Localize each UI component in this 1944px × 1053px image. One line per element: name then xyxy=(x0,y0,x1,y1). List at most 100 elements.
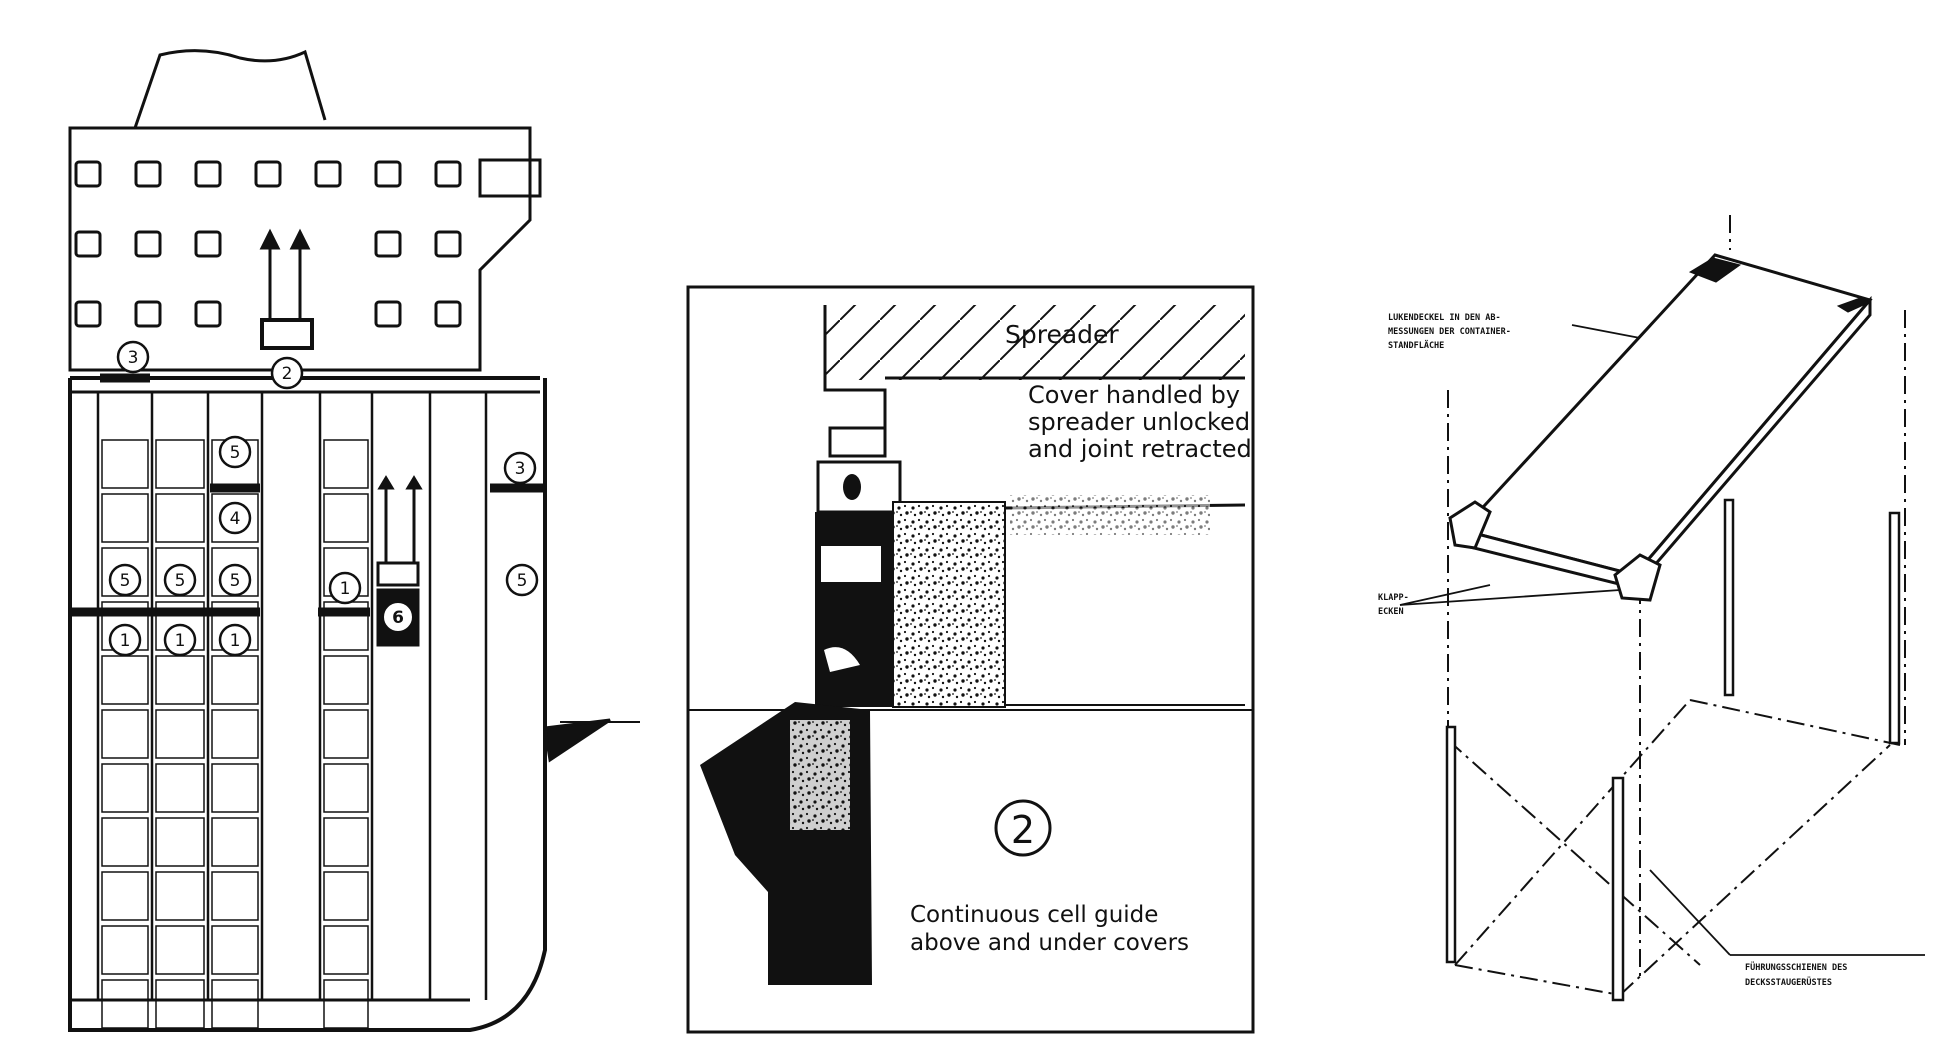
spreader-label: Spreader xyxy=(1005,320,1119,349)
cover-section xyxy=(892,501,1006,708)
bridge-wing xyxy=(478,158,542,198)
marker-1-mid: 1 xyxy=(340,579,351,599)
container xyxy=(323,493,369,543)
window xyxy=(434,160,462,188)
marker-5-c: 5 xyxy=(230,571,241,591)
folding-corner-right xyxy=(1613,553,1662,602)
container xyxy=(323,655,369,705)
container xyxy=(323,925,369,975)
container xyxy=(323,709,369,759)
container xyxy=(211,925,259,975)
marker-1-a: 1 xyxy=(120,631,131,651)
lid-corner xyxy=(1836,297,1872,313)
lid-caption-3: STANDFLÄCHE xyxy=(1388,340,1444,351)
container xyxy=(155,763,205,813)
lifted-cover xyxy=(260,318,314,350)
marker-group: 3 2 5 4 3 5 5 5 1 5 1 1 1 6 xyxy=(108,340,539,657)
bow-wedge xyxy=(543,718,611,763)
frame-lines xyxy=(1447,215,1906,996)
container xyxy=(323,979,369,1029)
guide-slot xyxy=(819,544,883,584)
container xyxy=(155,439,205,489)
container xyxy=(101,763,149,813)
guide-texture xyxy=(790,720,850,830)
container xyxy=(323,871,369,921)
container xyxy=(155,817,205,867)
leader-lines xyxy=(1399,324,1925,956)
container xyxy=(101,817,149,867)
container xyxy=(211,709,259,759)
container xyxy=(155,493,205,543)
arrowhead-icon xyxy=(377,475,395,490)
guide-rails xyxy=(1445,498,1901,1002)
step-number: 2 xyxy=(1011,808,1035,852)
container xyxy=(155,979,205,1029)
marker-3-right: 3 xyxy=(515,459,526,479)
container xyxy=(101,493,149,543)
window xyxy=(254,160,282,188)
window xyxy=(314,160,342,188)
corner-caption-2: ECKEN xyxy=(1378,607,1404,617)
lid-caption-2: MESSUNGEN DER CONTAINER- xyxy=(1388,327,1511,337)
container xyxy=(211,655,259,705)
spreader-detail-panel: Spreader Cover handled by spreader unloc… xyxy=(686,285,1255,1034)
superstructure-outline xyxy=(68,126,532,372)
lid-corner xyxy=(1688,257,1742,283)
arrowhead-icon xyxy=(259,228,281,250)
marker-5-right: 5 xyxy=(517,571,528,591)
container xyxy=(323,817,369,867)
folding-corner-left xyxy=(1448,500,1492,550)
spreader-hatch xyxy=(825,305,1245,380)
container xyxy=(155,871,205,921)
lifting-cover xyxy=(376,561,420,587)
funnel-outline xyxy=(133,49,327,129)
cover-caption-2: spreader unlocked xyxy=(1028,408,1250,436)
marker-3-top-left: 3 xyxy=(128,348,139,368)
container xyxy=(155,655,205,705)
cover-caption-3: and joint retracted xyxy=(1028,435,1252,463)
container xyxy=(101,871,149,921)
arrowhead-icon xyxy=(405,475,423,490)
spreader-outline xyxy=(823,305,887,440)
container xyxy=(101,979,149,1029)
rail-caption-2: DECKSSTAUGERÜSTES xyxy=(1745,977,1832,988)
step-circle xyxy=(994,799,1052,857)
window xyxy=(374,230,402,258)
window-grid xyxy=(74,160,462,328)
marker-4: 4 xyxy=(230,509,241,529)
guide-caption-2: above and under covers xyxy=(910,930,1189,956)
container xyxy=(211,817,259,867)
container xyxy=(155,709,205,759)
window xyxy=(434,300,462,328)
container xyxy=(211,493,259,543)
cell-guide-upper xyxy=(815,512,893,707)
isometric-panel xyxy=(1399,215,1925,1002)
twistlock-head xyxy=(828,426,887,458)
window xyxy=(134,160,162,188)
container xyxy=(323,763,369,813)
container xyxy=(211,979,259,1029)
container xyxy=(155,925,205,975)
window xyxy=(194,300,222,328)
container xyxy=(101,439,149,489)
window xyxy=(134,300,162,328)
container xyxy=(101,709,149,759)
window xyxy=(374,300,402,328)
container xyxy=(101,655,149,705)
marker-5-b: 5 xyxy=(175,571,186,591)
cover-caption-1: Cover handled by xyxy=(1028,381,1240,409)
marker-1-c: 1 xyxy=(230,631,241,651)
container xyxy=(211,763,259,813)
rail-caption-1: FÜHRUNGSSCHIENEN DES xyxy=(1745,962,1847,973)
cell-guides xyxy=(96,392,488,1029)
hull-outline xyxy=(68,378,547,1032)
guide-caption-1: Continuous cell guide xyxy=(910,902,1158,928)
lid-caption-1: LUKENDECKEL IN DEN AB- xyxy=(1388,313,1501,323)
container xyxy=(323,439,369,489)
arrowhead-icon xyxy=(289,228,311,250)
container xyxy=(211,871,259,921)
window xyxy=(194,160,222,188)
hatch-lid-top xyxy=(1459,253,1873,577)
container xyxy=(101,925,149,975)
